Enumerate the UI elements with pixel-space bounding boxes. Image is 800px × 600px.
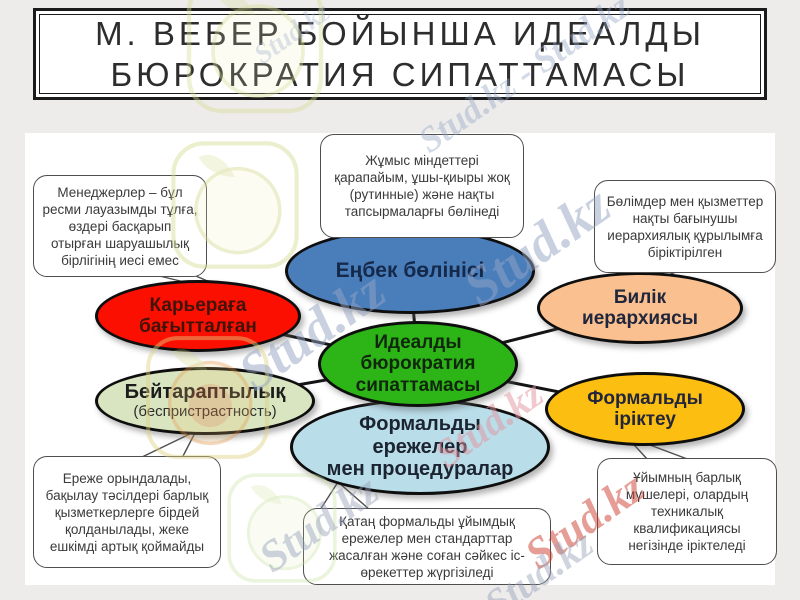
node-impartiality-label: Бейтараптылық: [124, 381, 286, 404]
node-career-oriented: Карьераға бағытталған: [95, 280, 301, 352]
callout-top-left-text: Менеджерлер – бұл ресми лауазымды тұлға,…: [42, 184, 198, 268]
callout-top-center-text: Жұмыс міндеттері қарапайым, ұшы-қиыры жо…: [334, 153, 510, 219]
callout-top-left: Менеджерлер – бұл ресми лауазымды тұлға,…: [33, 175, 207, 277]
node-formal-rules-label: Формальды ережелер мен процедуралар: [326, 413, 514, 481]
node-formal-rules: Формальды ережелер мен процедуралар: [290, 399, 550, 495]
callout-bottom-right: Ұйымның барлық мүшелері, олардың техника…: [597, 458, 777, 565]
node-formal-selection-label: Формальды іріктеу: [587, 387, 703, 430]
callout-top-center: Жұмыс міндеттері қарапайым, ұшы-қиыры жо…: [320, 134, 524, 238]
node-formal-selection: Формальды іріктеу: [545, 372, 745, 446]
node-career-oriented-label: Карьераға бағытталған: [139, 294, 257, 337]
callout-top-right-text: Бөлімдер мен қызметтер нақты бағынушы ие…: [606, 193, 764, 260]
callout-top-right: Бөлімдер мен қызметтер нақты бағынушы ие…: [594, 180, 776, 273]
title-box: М. ВЕБЕР БОЙЫНША ИДЕАЛДЫ БЮРОКРАТИЯ СИПА…: [33, 8, 767, 100]
callout-bottom-center: Қатаң формальды ұйымдық ережелер мен ста…: [303, 508, 551, 585]
callout-bottom-left: Ереже орындалады, бақылау тәсілдері барл…: [33, 456, 221, 568]
title-inner-frame: М. ВЕБЕР БОЙЫНША ИДЕАЛДЫ БЮРОКРАТИЯ СИПА…: [39, 14, 761, 94]
node-center-label: Идеалды бюрократия сипаттамасы: [355, 332, 481, 396]
page-title: М. ВЕБЕР БОЙЫНША ИДЕАЛДЫ БЮРОКРАТИЯ СИПА…: [95, 14, 705, 93]
node-power-hierarchy-label: Билік иерархиясы: [582, 286, 698, 329]
node-center-ideal-bureaucracy: Идеалды бюрократия сипаттамасы: [318, 321, 518, 407]
node-power-hierarchy: Билік иерархиясы: [537, 272, 743, 344]
callout-bottom-left-text: Ереже орындалады, бақылау тәсілдері барл…: [45, 470, 209, 554]
node-impartiality-sublabel: (беспристрастность): [133, 402, 277, 420]
node-impartiality: Бейтараптылық (беспристрастность): [95, 367, 315, 435]
callout-bottom-center-text: Қатаң формальды ұйымдық ережелер мен ста…: [329, 513, 525, 580]
node-labor-division-label: Еңбек бөлінісі: [335, 259, 485, 283]
node-labor-division: Еңбек бөлінісі: [285, 228, 535, 314]
callout-bottom-right-text: Ұйымның барлық мүшелері, олардың техника…: [625, 470, 749, 553]
